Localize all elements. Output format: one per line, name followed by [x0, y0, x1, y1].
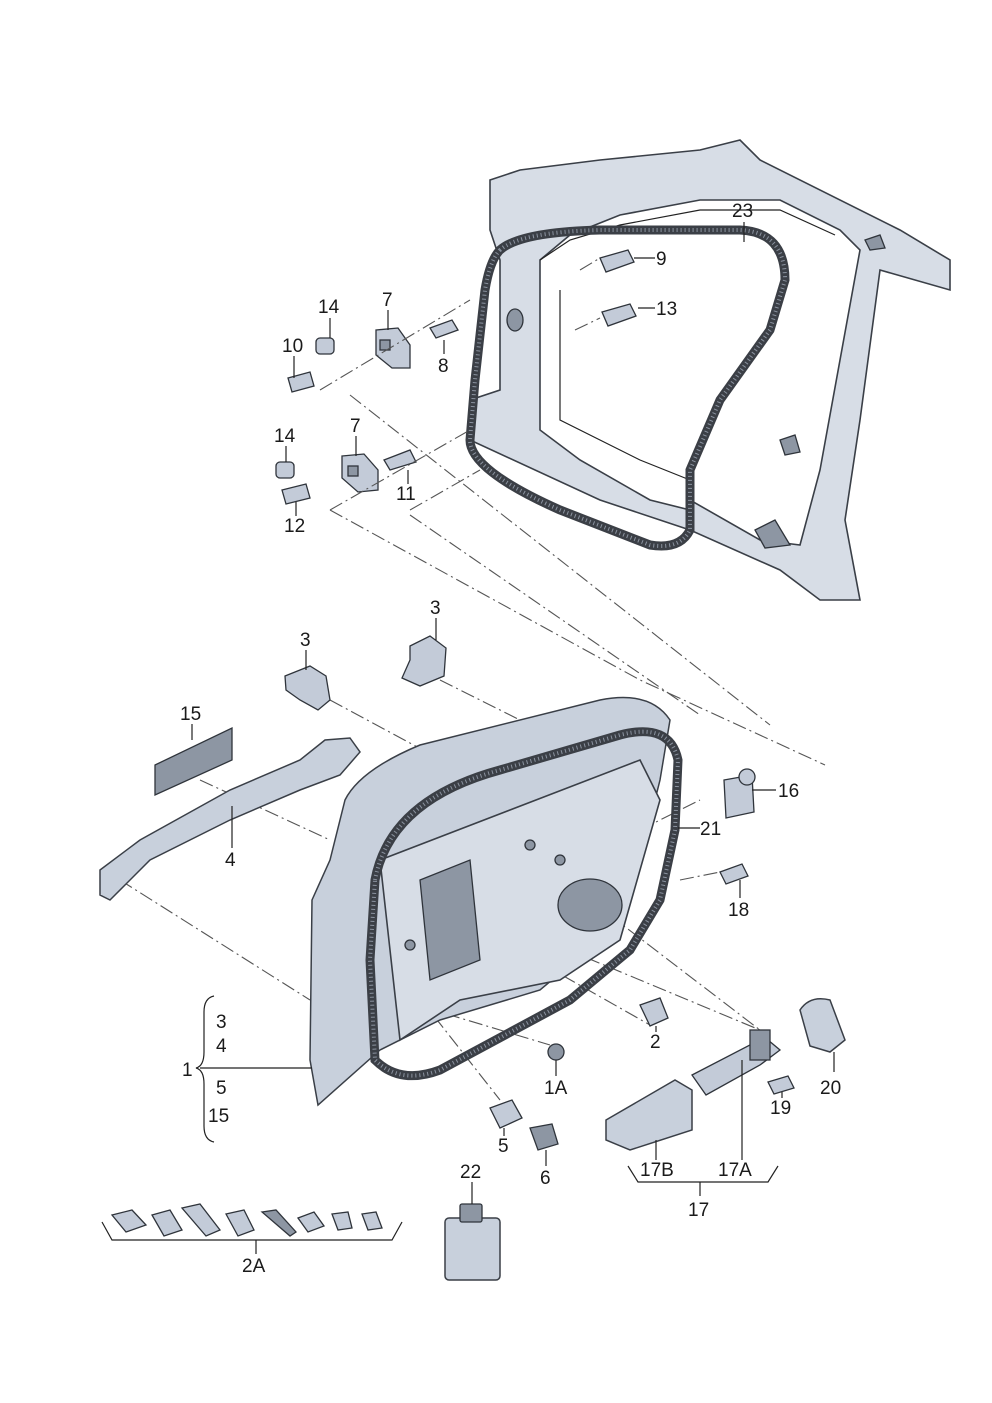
hinge-bracket-left [284, 665, 331, 711]
label-1-sub-5: 5 [216, 1078, 227, 1099]
door-check-strap [691, 1029, 782, 1096]
label-12: 12 [284, 516, 305, 537]
plug [639, 997, 669, 1027]
nut-6 [529, 1123, 559, 1151]
label-22: 22 [460, 1162, 481, 1183]
label-8: 8 [438, 356, 449, 377]
label-2: 2 [650, 1032, 661, 1053]
label-3-right: 3 [430, 598, 441, 619]
label-17A: 17A [718, 1160, 752, 1181]
label-14-upper: 14 [318, 297, 340, 318]
bolt-19 [767, 1075, 795, 1095]
label-13: 13 [656, 299, 677, 320]
label-10: 10 [282, 336, 303, 357]
label-5: 5 [498, 1136, 509, 1157]
lower-hinge-assembly [275, 449, 417, 505]
hinge-bracket-right [401, 635, 447, 687]
label-1A: 1A [544, 1078, 568, 1099]
label-7-lower: 7 [350, 416, 361, 437]
label-15: 15 [180, 704, 201, 725]
clip-1A [547, 1043, 565, 1061]
label-3-left: 3 [300, 630, 311, 651]
anti-drumming-pad [154, 726, 233, 797]
label-16: 16 [778, 781, 799, 802]
label-19: 19 [770, 1098, 791, 1119]
label-1-sub-3: 3 [216, 1012, 227, 1033]
label-6: 6 [540, 1168, 551, 1189]
label-1-sub-15: 15 [208, 1106, 229, 1127]
label-20: 20 [820, 1078, 841, 1099]
label-21: 21 [700, 819, 721, 840]
label-1: 1 [182, 1060, 193, 1081]
label-4: 4 [225, 850, 236, 871]
leader-lines [101, 222, 835, 1254]
seal-cap [799, 998, 846, 1053]
label-2A: 2A [242, 1256, 266, 1277]
label-23: 23 [732, 201, 753, 222]
bolt-18 [719, 863, 749, 885]
upper-hinge-assembly [287, 249, 637, 393]
reinforcement-bar [99, 737, 361, 901]
door-shell [309, 696, 671, 1107]
label-17B: 17B [640, 1160, 674, 1181]
part-labels: 23 9 13 14 7 10 8 14 7 11 12 3 3 15 16 2… [180, 201, 841, 1277]
sealant-bottle [444, 1203, 501, 1281]
label-14-lower: 14 [274, 426, 296, 447]
bolt-5 [489, 1099, 523, 1129]
fastener-assortment [110, 1203, 383, 1237]
label-7-upper: 7 [382, 290, 393, 311]
label-11: 11 [396, 484, 416, 505]
label-17: 17 [688, 1200, 709, 1221]
label-18: 18 [728, 900, 749, 921]
label-1-sub-4: 4 [216, 1036, 227, 1057]
label-9: 9 [656, 249, 667, 270]
door-check-cover [605, 1079, 693, 1151]
body-side-frame [469, 139, 951, 601]
